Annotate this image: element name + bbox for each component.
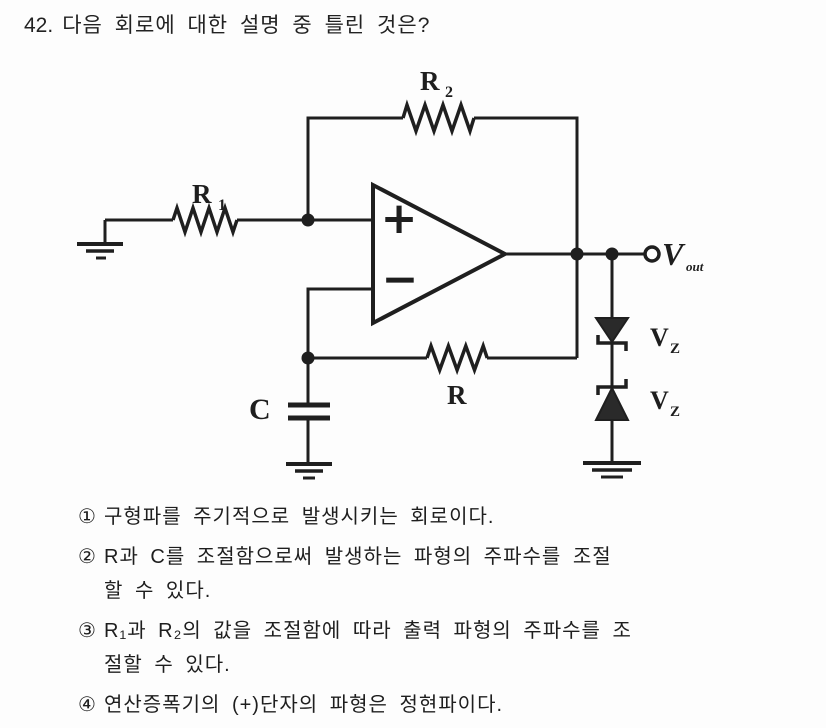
resistor-r2: R 2 — [401, 66, 476, 137]
answer-option-2[interactable]: ② R과 C를 조절함으로써 발생하는 파형의 주파수를 조절 할 수 있다. — [78, 540, 798, 608]
option-2-text-line2: 할 수 있다. — [104, 580, 212, 602]
ground-symbol-left — [77, 220, 123, 260]
option-4-marker[interactable]: ④ — [78, 694, 96, 716]
circuit-diagram: R 1 R 2 + − V out R — [77, 66, 704, 480]
question-title: 42. 다음 회로에 대한 설명 중 틀린 것은? — [24, 9, 430, 39]
question-number: 42. — [24, 14, 54, 37]
option-4-text: 연산증폭기의 (+)단자의 파형은 정현파이다. — [104, 694, 504, 716]
capacitor-c-label: C — [249, 393, 271, 426]
wire-r2-to-output — [474, 116, 579, 358]
question-text: 다음 회로에 대한 설명 중 틀린 것은? — [62, 14, 431, 37]
node-dot-output-zener — [605, 247, 619, 261]
answer-option-4[interactable]: ④ 연산증폭기의 (+)단자의 파형은 정현파이다. — [78, 688, 798, 722]
ground-symbol-zener — [583, 461, 641, 479]
resistor-r-label: R — [447, 380, 467, 410]
resistor-r1-label-sub: 1 — [218, 197, 226, 214]
zener-diode-top: V Z — [594, 317, 680, 357]
option-3-text-line1: R₁과 R₂의 값을 조절함에 따라 출력 파형의 주파수를 조 — [104, 620, 632, 642]
option-2-text-line1: R과 C를 조절함으로써 발생하는 파형의 주파수를 조절 — [104, 546, 612, 568]
vz-bottom-label: V — [650, 386, 669, 415]
resistor-r1: R 1 — [171, 179, 239, 238]
vz-bottom-label-sub: Z — [670, 404, 680, 420]
vz-top-label-sub: Z — [670, 341, 680, 357]
opamp-plus-sign: + — [381, 193, 418, 244]
opamp-minus-sign: − — [382, 254, 419, 305]
resistor-r1-label: R — [192, 179, 212, 209]
vout-label-base: V — [662, 236, 686, 272]
vout-label: V out — [662, 236, 704, 274]
node-dot-noninverting — [301, 213, 315, 227]
option-1-marker[interactable]: ① — [78, 506, 96, 528]
vz-top-label: V — [650, 323, 669, 352]
vout-label-sub: out — [686, 259, 704, 274]
option-3-text-line2: 절할 수 있다. — [104, 654, 231, 676]
zener-diode-bottom: V Z — [594, 379, 680, 421]
output-terminal — [643, 245, 661, 263]
wire-inverting-input — [306, 287, 373, 358]
resistor-r2-label-sub: 2 — [445, 84, 453, 101]
answer-option-1[interactable]: ① 구형파를 주기적으로 발생시키는 회로이다. — [78, 500, 798, 534]
answer-option-3[interactable]: ③ R₁과 R₂의 값을 조절함에 따라 출력 파형의 주파수를 조 절할 수 … — [78, 614, 798, 682]
option-1-text: 구형파를 주기적으로 발생시키는 회로이다. — [104, 506, 495, 528]
capacitor-c: C — [249, 358, 330, 463]
resistor-r2-label: R — [420, 66, 440, 96]
node-dot-output-feedback — [570, 247, 584, 261]
wire-node-up — [306, 116, 403, 220]
resistor-r: R — [425, 340, 489, 410]
opamp-symbol: + − — [371, 181, 510, 327]
option-3-marker[interactable]: ③ — [78, 620, 96, 642]
answer-options: ① 구형파를 주기적으로 발생시키는 회로이다. ② R과 C를 조절함으로써 … — [78, 500, 798, 728]
node-dot-rc — [301, 351, 315, 365]
ground-symbol-capacitor — [286, 462, 332, 480]
option-2-marker[interactable]: ② — [78, 546, 96, 568]
